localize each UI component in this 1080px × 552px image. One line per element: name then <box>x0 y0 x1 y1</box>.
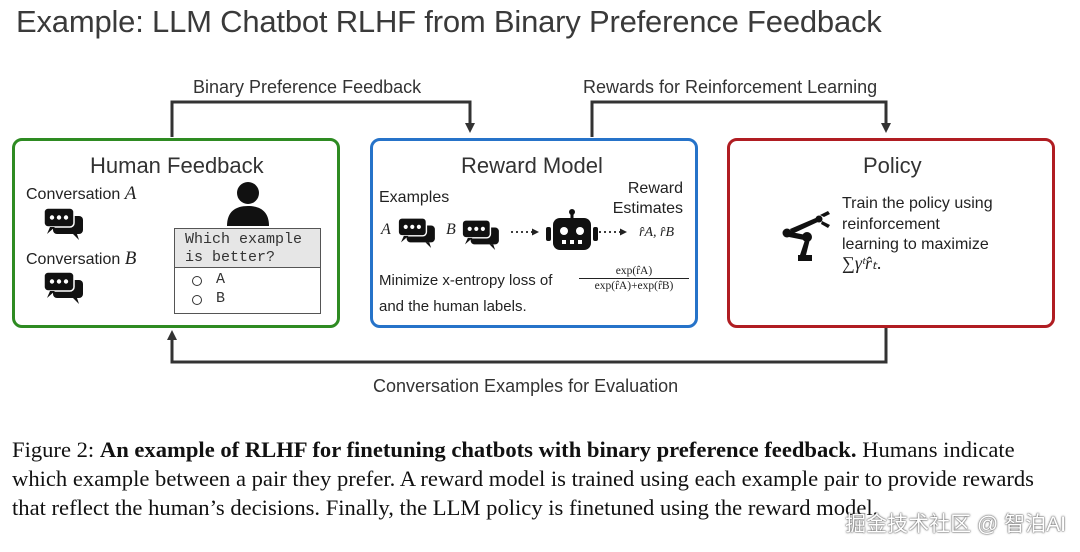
person-icon <box>225 180 271 226</box>
caption-bold: An example of RLHF for finetuning chatbo… <box>99 437 857 462</box>
loss-fraction: exp(r̂A) exp(r̂A)+exp(r̂B) <box>579 265 689 292</box>
example-b-var: B <box>446 221 456 238</box>
label-binary-preference-feedback: Binary Preference Feedback <box>193 77 422 97</box>
label-conversation-examples: Conversation Examples for Evaluation <box>373 376 679 396</box>
robot-arm-icon <box>782 209 834 263</box>
caption-label: Figure 2: <box>12 437 95 462</box>
watermark: 掘金技术社区 @ 智泊AI <box>845 513 1066 536</box>
examples-label: Examples <box>379 189 450 206</box>
chat-bubbles-icon <box>397 217 437 249</box>
arrow-evaluation <box>167 328 888 364</box>
robot-icon <box>545 209 599 251</box>
human-feedback-title: Human Feedback <box>90 153 264 178</box>
reward-estimates-label: Reward Estimates <box>612 180 683 217</box>
example-a-var: A <box>381 221 391 238</box>
reward-estimates-symbols: r̂A, r̂B <box>639 225 674 240</box>
dotted-arrows <box>511 228 627 236</box>
chat-bubbles-icon <box>461 219 501 251</box>
radio-icon[interactable] <box>192 295 202 305</box>
label-rewards-for-rl: Rewards for Reinforcement Learning <box>583 77 878 97</box>
policy-box: Policy Train the policy using reinforcem… <box>727 138 1055 328</box>
page-title: Example: LLM Chatbot RLHF from Binary Pr… <box>16 4 882 39</box>
reward-model-title: Reward Model <box>461 153 603 178</box>
loss-text-2: and the human labels. <box>379 298 527 315</box>
chat-bubbles-icon <box>43 207 85 241</box>
preference-form: Which example is better? A B <box>174 228 321 314</box>
conversation-b-label: Conversation B <box>26 248 137 269</box>
loss-text: Minimize x-entropy loss of <box>379 272 553 289</box>
figure-caption: Figure 2: An example of RLHF for finetun… <box>12 436 1062 522</box>
caption-rest: Humans indicate which example between a … <box>12 437 1034 520</box>
conversation-a-label: Conversation A <box>26 183 137 204</box>
preference-question: Which example is better? <box>175 229 320 268</box>
human-feedback-box: Human Feedback Conversation A Conversati… <box>12 138 340 328</box>
radio-icon[interactable] <box>192 276 202 286</box>
reward-model-box: Reward Model Examples Reward Estimates A… <box>370 138 698 328</box>
chat-bubbles-icon <box>43 271 85 305</box>
arrow-feedback <box>170 100 475 137</box>
policy-formula: ∑γᵗr̂ₜ. <box>842 253 882 273</box>
arrow-rewards <box>590 100 891 137</box>
policy-description: Train the policy using reinforcement lea… <box>842 195 993 253</box>
policy-title: Policy <box>863 153 922 178</box>
